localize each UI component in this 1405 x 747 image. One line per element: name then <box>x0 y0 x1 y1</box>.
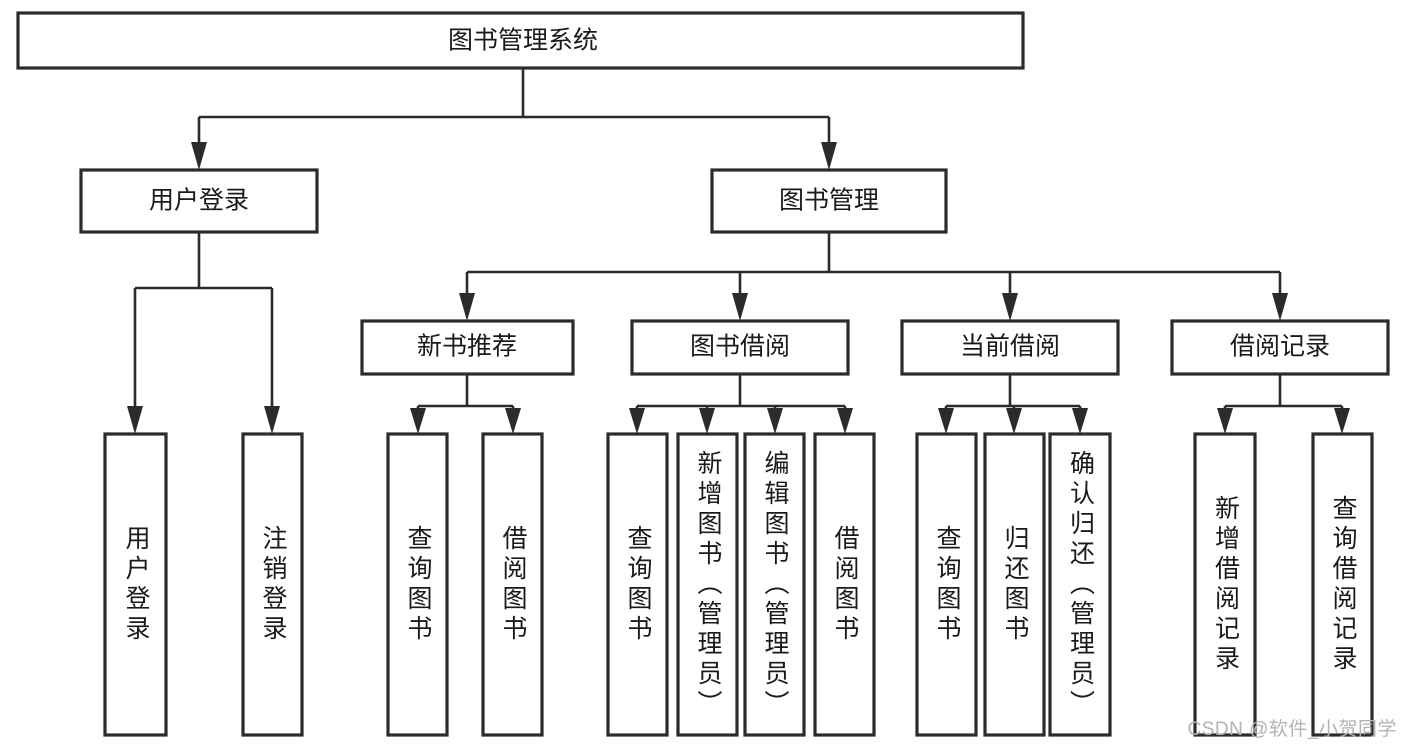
arrowhead-book-mgmt <box>821 142 837 170</box>
node-leaf-user-login-label: 用户登录 <box>122 524 150 645</box>
node-borrow-record[interactable]: 借阅记录 <box>1170 319 1390 376</box>
node-leaf-add-borrow-record-box[interactable] <box>1193 432 1257 737</box>
node-leaf-query-book-1-label: 查询图书 <box>404 524 432 645</box>
node-leaf-query-borrow-record[interactable]: 查询借阅记录 <box>1311 432 1374 737</box>
arrowhead-leaf6 <box>767 408 783 434</box>
node-borrow-record-label: 借阅记录 <box>1230 333 1330 361</box>
node-leaf-user-login[interactable]: 用户登录 <box>103 432 168 737</box>
arrowhead-book-borrow <box>732 293 748 321</box>
node-new-book-recommend-label: 新书推荐 <box>417 333 517 361</box>
node-leaf-query-book-1-box[interactable] <box>386 432 449 737</box>
node-leaf-add-borrow-record-label-wrap: 新增借阅记录 <box>1211 494 1240 675</box>
node-leaf-confirm-return-admin-label-wrap: 确认归还（管理员） <box>1066 449 1095 720</box>
arrowhead-leaf10 <box>1072 408 1088 434</box>
node-book-borrow-label: 图书借阅 <box>690 333 790 361</box>
node-leaf-logout-box[interactable] <box>241 432 304 737</box>
arrowhead-leaf8 <box>938 408 954 434</box>
arrowhead-leaf9 <box>1006 408 1022 434</box>
node-leaf-borrow-book-2-label-wrap: 借阅图书 <box>831 524 859 645</box>
node-leaf-confirm-return-admin-label: 确认归还（管理员） <box>1066 449 1095 720</box>
node-leaf-edit-book-admin-label: 编辑图书（管理员） <box>761 449 789 720</box>
arrowhead-new-book-rec <box>459 293 475 321</box>
node-root-label: 图书管理系统 <box>448 27 598 55</box>
node-leaf-add-book-admin-label: 新增图书（管理员） <box>694 449 722 720</box>
node-borrow-record-box[interactable] <box>1170 319 1390 376</box>
edge-borrow-record-drops <box>1223 406 1344 410</box>
node-leaf-query-book-1[interactable]: 查询图书 <box>386 432 449 737</box>
node-new-book-recommend-box[interactable] <box>360 319 575 376</box>
node-current-borrow-box[interactable] <box>900 319 1120 376</box>
node-leaf-logout-label-wrap: 注销登录 <box>259 524 287 645</box>
node-leaf-query-borrow-record-label-wrap: 查询借阅记录 <box>1329 494 1357 675</box>
arrowhead-leaf2 <box>410 408 426 434</box>
node-user-login[interactable]: 用户登录 <box>79 168 319 234</box>
node-leaf-query-borrow-record-box[interactable] <box>1311 432 1374 737</box>
connector-layer <box>127 68 1350 434</box>
node-leaf-borrow-book-1-label-wrap: 借阅图书 <box>499 524 527 645</box>
node-book-management-box[interactable] <box>710 168 948 234</box>
node-leaf-confirm-return-admin[interactable]: 确认归还（管理员） <box>1048 432 1112 737</box>
node-current-borrow-label: 当前借阅 <box>960 333 1060 361</box>
node-leaf-query-book-3[interactable]: 查询图书 <box>915 432 978 737</box>
arrowhead-leaf5 <box>699 408 715 434</box>
node-leaf-query-book-3-box[interactable] <box>915 432 978 737</box>
node-leaf-return-book-label: 归还图书 <box>1001 524 1029 645</box>
node-leaf-add-book-admin-label-wrap: 新增图书（管理员） <box>694 449 722 720</box>
node-leaf-borrow-book-2[interactable]: 借阅图书 <box>813 432 876 737</box>
node-leaf-query-book-2-label: 查询图书 <box>624 524 652 645</box>
arrowhead-leaf1 <box>264 406 280 434</box>
node-leaf-edit-book-admin-box[interactable] <box>743 432 806 737</box>
arrowhead-leaf4 <box>629 408 645 434</box>
node-book-borrow-box[interactable] <box>630 319 850 376</box>
node-current-borrow[interactable]: 当前借阅 <box>900 319 1120 376</box>
node-leaf-edit-book-admin-label-wrap: 编辑图书（管理员） <box>761 449 789 720</box>
node-leaf-logout[interactable]: 注销登录 <box>241 432 304 737</box>
node-leaf-borrow-book-1-box[interactable] <box>481 432 544 737</box>
node-leaf-query-book-2-label-wrap: 查询图书 <box>624 524 652 645</box>
node-leaf-borrow-book-1[interactable]: 借阅图书 <box>481 432 544 737</box>
node-leaf-add-book-admin-box[interactable] <box>676 432 739 737</box>
node-leaf-borrow-book-2-box[interactable] <box>813 432 876 737</box>
node-leaf-confirm-return-admin-box[interactable] <box>1048 432 1112 737</box>
node-leaf-return-book[interactable]: 归还图书 <box>983 432 1046 737</box>
node-user-login-label: 用户登录 <box>149 187 249 215</box>
node-leaf-return-book-label-wrap: 归还图书 <box>1001 524 1029 645</box>
node-new-book-recommend[interactable]: 新书推荐 <box>360 319 575 376</box>
edge-current-borrow-drops <box>944 406 1082 410</box>
node-leaf-query-book-3-label: 查询图书 <box>933 524 961 645</box>
node-leaf-edit-book-admin[interactable]: 编辑图书（管理员） <box>743 432 806 737</box>
arrowhead-leaf12 <box>1334 408 1350 434</box>
arrowhead-leaf7 <box>837 408 853 434</box>
node-book-management-label: 图书管理 <box>779 187 879 215</box>
node-leaf-add-borrow-record[interactable]: 新增借阅记录 <box>1193 432 1257 737</box>
node-leaf-query-book-2[interactable]: 查询图书 <box>606 432 669 737</box>
node-leaf-query-book-1-label-wrap: 查询图书 <box>404 524 432 645</box>
node-root[interactable]: 图书管理系统 <box>16 11 1025 70</box>
node-leaf-logout-label: 注销登录 <box>259 524 287 645</box>
node-leaf-query-borrow-record-label: 查询借阅记录 <box>1329 494 1357 675</box>
node-root-box[interactable] <box>16 11 1025 70</box>
arrowhead-current-borrow <box>1002 293 1018 321</box>
node-leaf-query-book-2-box[interactable] <box>606 432 669 737</box>
arrowhead-leaf3 <box>505 408 521 434</box>
node-leaf-borrow-book-2-label: 借阅图书 <box>831 524 859 645</box>
arrowhead-user-login <box>191 142 207 170</box>
node-leaf-add-book-admin[interactable]: 新增图书（管理员） <box>676 432 739 737</box>
arrowhead-borrow-record <box>1272 293 1288 321</box>
arrowhead-leaf11 <box>1217 408 1233 434</box>
node-leaf-add-borrow-record-label: 新增借阅记录 <box>1211 494 1240 675</box>
node-leaf-borrow-book-1-label: 借阅图书 <box>499 524 527 645</box>
node-user-login-box[interactable] <box>79 168 319 234</box>
arrowhead-leaf0 <box>127 406 143 434</box>
node-book-borrow[interactable]: 图书借阅 <box>630 319 850 376</box>
node-book-management[interactable]: 图书管理 <box>710 168 948 234</box>
node-leaf-return-book-box[interactable] <box>983 432 1046 737</box>
edge-book-borrow-drops <box>635 406 847 410</box>
node-leaf-user-login-label-wrap: 用户登录 <box>122 524 150 645</box>
node-leaf-query-book-3-label-wrap: 查询图书 <box>933 524 961 645</box>
node-leaf-user-login-box[interactable] <box>103 432 168 737</box>
